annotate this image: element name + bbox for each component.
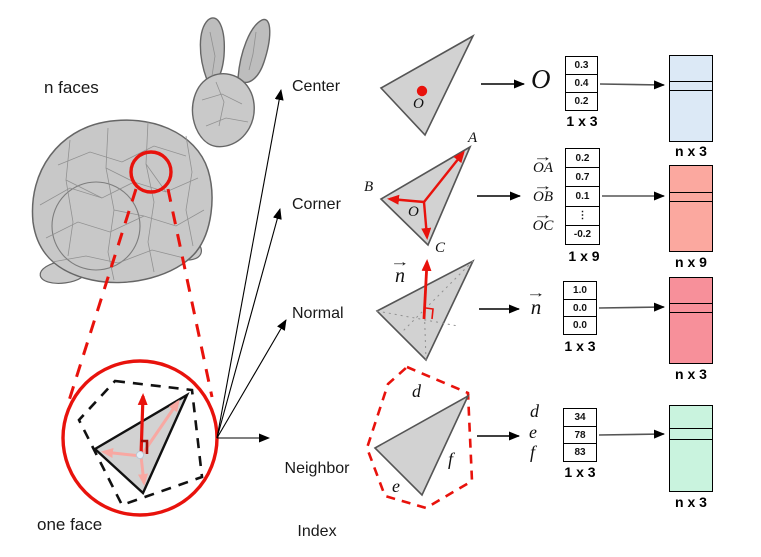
corner-vertex-b: B [364,179,374,195]
symbol-text: OB [533,189,553,205]
center-vector-dim: 1 x 3 [566,113,598,129]
normal-symbol-n: → n [521,286,551,319]
neighbor-matrix [669,405,713,492]
neighbor-dashed-outline [77,379,204,507]
n-faces-label: n faces [44,78,99,97]
corner-origin-label: O [408,204,419,220]
neighbor-vector-dim: 1 x 3 [564,464,596,480]
corner-vertex-a: A [468,130,478,146]
vector-cell: 0.2 [566,149,599,169]
neighbor-symbol-f: f [530,442,536,462]
corner-vector: 0.2 0.7 0.1 ⋮ -0.2 [565,148,600,245]
vector-cell: 83 [574,447,586,459]
right-angle-marker-normal [425,307,434,320]
vector-cell: 0.1 [566,187,599,207]
corner-symbol-OB: → OB [524,179,562,205]
neighbor-matrix-dim: n x 3 [675,494,707,510]
feature-label-center: Center [292,78,341,95]
right-angle-marker [141,439,149,454]
feature-fan-arrows [216,89,287,443]
vector-cell: -0.2 [573,229,592,241]
vector-cell-ellipsis: ⋮ [566,207,599,226]
center-matrix-dim: n x 3 [675,143,707,159]
vector-cell: 0.4 [566,75,597,93]
vector-cell: 0.7 [566,168,599,188]
normal-vector: 1.0 0.0 0.0 [563,281,597,335]
normal-matrix [669,277,713,364]
symbol-text: n [530,295,542,319]
corner-matrix-dim: n x 9 [675,254,707,270]
vector-cell: 0.2 [574,96,589,107]
neighbor-region-d: d [412,381,421,401]
matrix-row-highlight [669,428,713,440]
corner-matrix [669,165,713,252]
feature-label-neighbor-index: Neighbor Index [274,416,360,557]
center-origin-label: O [413,96,424,112]
one-face-view [61,359,219,517]
corner-vertex-c: C [435,240,446,256]
neighbor-label-line2: Index [297,523,337,540]
overarrow: → [390,254,410,269]
overarrow: → [526,285,546,300]
center-triangle [379,34,475,137]
normal-vector-label: → n [387,255,413,287]
center-matrix [669,55,713,142]
vector-cell: 1.0 [564,282,596,300]
vector-cell: 78 [564,427,596,445]
to-matrix-arrows [598,80,665,439]
neighbor-symbol-e: e [529,422,537,442]
center-dot-one-face [135,450,145,460]
matrix-row-highlight [669,81,713,91]
corner-vector-dim: 1 x 9 [568,248,600,264]
feature-label-normal: Normal [292,305,344,322]
overarrow: → [533,178,553,193]
centroid-dot [416,85,428,97]
neighbor-label-line1: Neighbor [284,460,350,477]
feature-label-corner: Corner [292,196,341,213]
neighbor-region-e: e [392,476,400,496]
neighbor-symbol-d: d [530,401,539,421]
neighbor-region-f: f [448,449,454,469]
matrix-row-highlight [669,303,713,313]
normal-vector-dim: 1 x 3 [564,338,596,354]
vector-cell: 0.0 [573,320,587,332]
center-symbol-O: O [531,64,551,94]
center-vector: 0.3 0.4 0.2 [565,56,598,111]
corner-triangle [379,145,472,247]
one-face-label: one face [37,515,103,534]
vector-cell: 0.3 [566,57,597,75]
normal-triangle [375,259,475,362]
face-highlight-circle [129,150,173,194]
normal-symbol: n [395,265,405,287]
vector-cell: 0.0 [564,300,596,318]
neighbor-triangle [365,365,474,510]
symbol-text: OC [532,218,554,234]
overarrow: → [533,149,553,164]
matrix-row-highlight [669,192,713,202]
normal-arrow-one-face [137,393,148,457]
to-vector-arrows [477,79,525,441]
symbol-text: OA [533,160,553,176]
corner-symbol-OA: → OA [524,150,562,176]
neighbor-vector: 34 78 83 [563,408,597,462]
neighbor-dashed-red [365,365,474,510]
normal-matrix-dim: n x 3 [675,366,707,382]
vector-cell: 34 [564,409,596,427]
zoom-dashed-lines [65,188,214,408]
overarrow: → [533,207,553,222]
corner-symbol-OC: → OC [524,208,562,234]
